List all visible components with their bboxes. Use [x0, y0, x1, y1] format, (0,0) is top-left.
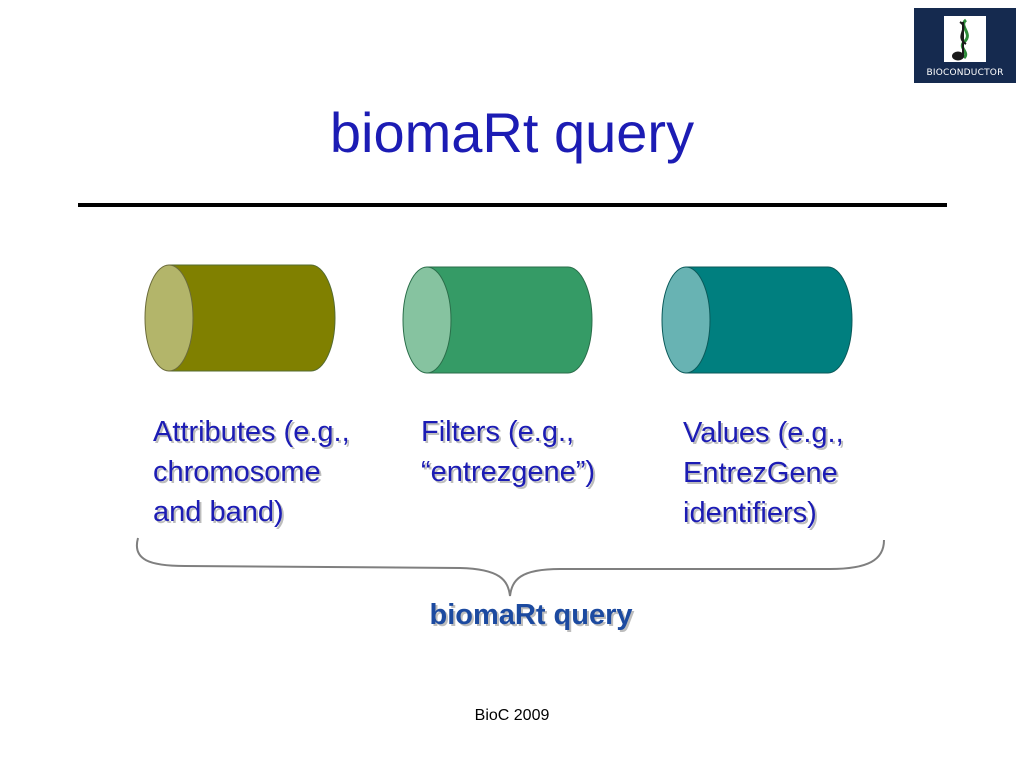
- cylinder-filters-cap: [402, 266, 452, 374]
- attributes-label-line: and band): [153, 496, 284, 528]
- cylinder-filters-body: [426, 266, 593, 374]
- cylinder-values-body: [685, 266, 853, 374]
- cylinder-attributes: [144, 264, 336, 372]
- dna-music-note-icon: [944, 16, 986, 62]
- attributes-label-line: chromosome: [153, 456, 321, 488]
- filters-label-line: “entrezgene”): [421, 456, 596, 488]
- values-label-line: EntrezGene: [683, 457, 838, 489]
- values-label: Values (e.g., EntrezGene identifiers): [683, 413, 844, 533]
- values-label-line: Values (e.g.,: [683, 417, 844, 449]
- cylinder-attributes-body: [168, 264, 336, 372]
- brace-label: biomaRt query: [429, 599, 633, 631]
- cylinder-diagram: [144, 264, 853, 374]
- cylinder-values-cap: [661, 266, 711, 374]
- footer-text: BioC 2009: [474, 707, 550, 724]
- bioconductor-logo: BIOCONDUCTOR: [914, 8, 1016, 83]
- logo-text: BIOCONDUCTOR: [926, 68, 1004, 78]
- cylinder-filters: [402, 266, 593, 374]
- title-divider: [78, 203, 947, 207]
- cylinder-values: [661, 266, 853, 374]
- attributes-label: Attributes (e.g., chromosome and band): [153, 412, 350, 532]
- cylinder-attributes-cap: [144, 264, 194, 372]
- slide-title: biomaRt query: [329, 101, 695, 164]
- values-label-line: identifiers): [683, 497, 817, 529]
- attributes-label-line: Attributes (e.g.,: [153, 416, 350, 448]
- filters-label-line: Filters (e.g.,: [421, 416, 575, 448]
- filters-label: Filters (e.g., “entrezgene”): [421, 412, 595, 492]
- curly-brace: [135, 537, 885, 597]
